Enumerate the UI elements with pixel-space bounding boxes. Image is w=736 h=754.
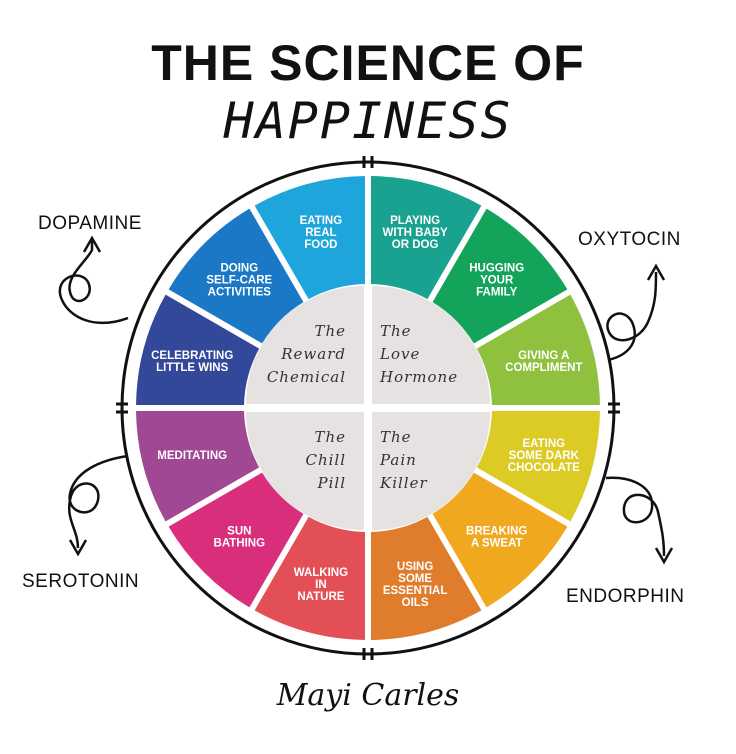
ring-ticks: [116, 156, 620, 660]
wheel-segment: [168, 208, 304, 344]
oxytocin-arrowhead: [646, 263, 666, 281]
hormone-label-endorphin: ENDORPHIN: [566, 586, 685, 607]
wheel-segment: [136, 294, 260, 406]
wheel-segment: [370, 516, 482, 640]
serotonin-arrow: [67, 454, 129, 549]
segment-label: MEDITATING: [157, 450, 227, 462]
dopamine-arrow: [58, 240, 129, 325]
page-title: THE SCIENCE OF: [151, 35, 585, 91]
page-subtitle: HAPPINESS: [223, 92, 513, 150]
oxytocin-arrow: [606, 271, 658, 362]
hormone-label-oxytocin: OXYTOCIN: [578, 229, 681, 250]
outer-ring: [120, 160, 616, 656]
artist-signature: Mayi Carles: [276, 678, 460, 713]
wheel-segment: [476, 410, 600, 522]
wheel-segment: [432, 472, 568, 608]
hormone-label-serotonin: SEROTONIN: [22, 571, 140, 592]
hormone-label-dopamine: DOPAMINE: [38, 213, 142, 234]
center-quadrant-bottom-right: [372, 412, 490, 530]
wheel-segment: [136, 410, 260, 522]
wheel-segment: [432, 208, 568, 344]
wheel-segment: [254, 516, 366, 640]
center-quadrant-top-left: [246, 286, 364, 404]
serotonin-arrowhead: [68, 539, 88, 557]
dopamine-arrowhead: [82, 235, 102, 253]
wheel-segment: [370, 176, 482, 300]
endorphin-arrowhead: [654, 547, 674, 565]
center-quadrant-top-right: [372, 286, 490, 404]
center-quadrant-bottom-left: [246, 412, 364, 530]
wheel-segment: [168, 472, 304, 608]
wheel-segment: [476, 294, 600, 406]
wheel-segment: [254, 176, 366, 300]
endorphin-arrow: [605, 476, 666, 557]
